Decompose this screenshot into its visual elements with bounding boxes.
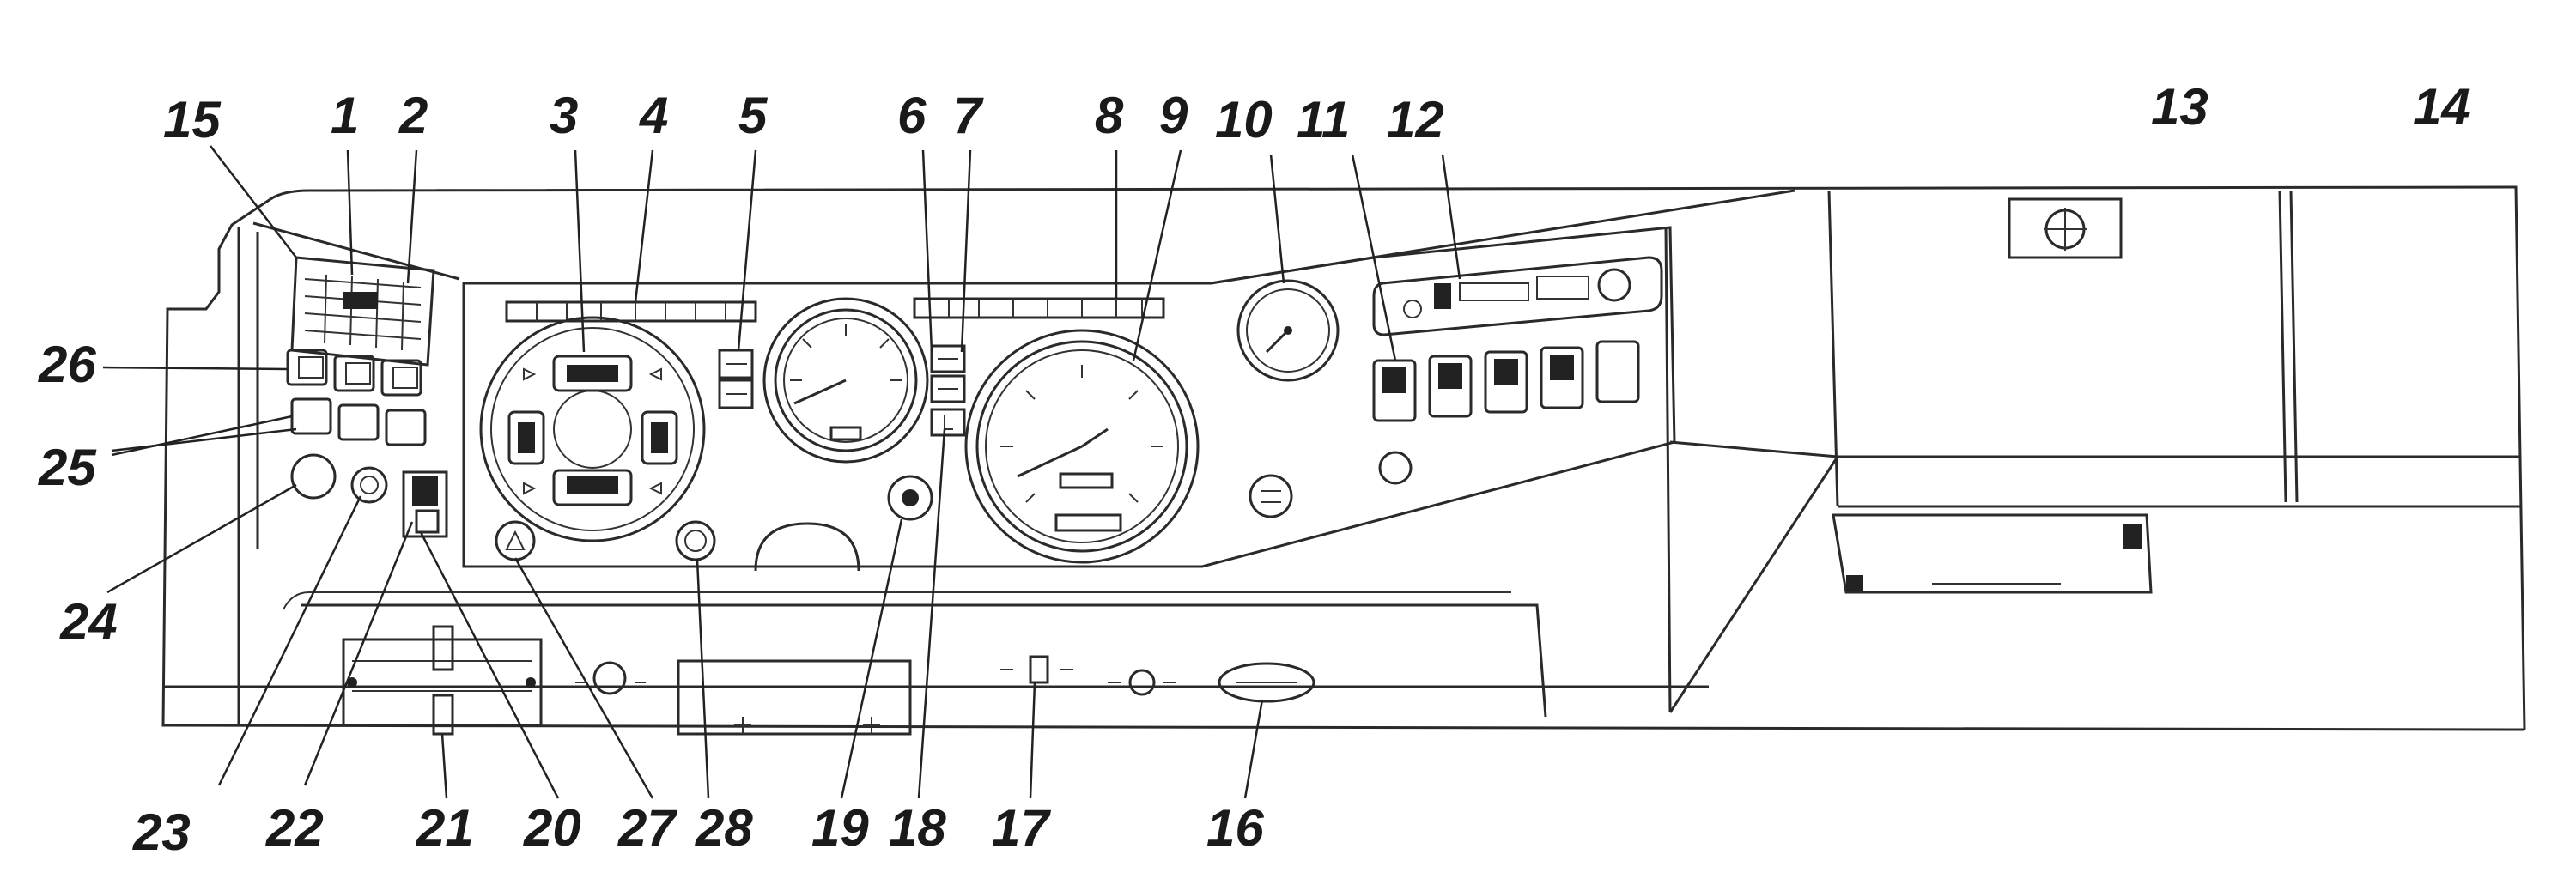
callout-10: 10: [1215, 91, 1273, 148]
callout-12: 12: [1387, 91, 1444, 148]
small-connector: [1249, 474, 1293, 518]
heater-control-panel: [342, 625, 543, 736]
callout-18: 18: [889, 799, 946, 857]
callout-17: 17: [992, 799, 1051, 857]
callout-19: 19: [811, 799, 869, 857]
callout-14: 14: [2413, 78, 2470, 136]
callout-1: 1: [331, 87, 359, 144]
callout-22: 22: [265, 799, 324, 857]
switch-stack-right: [930, 344, 966, 437]
cluster-knobs: [495, 475, 933, 561]
callout-26: 26: [38, 336, 96, 393]
control-unit: [1372, 256, 1663, 336]
callout-16: 16: [1206, 799, 1264, 857]
fittings: [575, 655, 1315, 734]
round-gauge-center: [762, 297, 929, 464]
callout-3: 3: [550, 87, 578, 144]
rocker-switch-bank: [1372, 340, 1640, 422]
air-vent-grille: [290, 256, 435, 367]
rotary-knob: [1378, 451, 1413, 485]
lower-shelf: [1832, 513, 2153, 594]
warning-lamp-row-left: [505, 300, 757, 323]
callout-20: 20: [523, 799, 581, 857]
callout-8: 8: [1095, 87, 1124, 144]
callout-9: 9: [1159, 87, 1188, 144]
callout-5: 5: [738, 87, 769, 144]
callout-labels: 1 2 3 4 5 6 7 8 9 10 11 12 13 14 15 16 1…: [38, 78, 2470, 861]
left-switch-block: [286, 349, 427, 446]
callout-2: 2: [398, 87, 428, 144]
speedometer: [964, 329, 1200, 564]
leader-lines: [102, 145, 1461, 799]
left-knobs: [290, 453, 448, 538]
indicator-cluster: [479, 316, 706, 542]
callout-11: 11: [1297, 91, 1350, 148]
callout-28: 28: [695, 799, 753, 857]
switch-pair-left: [718, 349, 754, 409]
glovebox-lid: [2008, 197, 2123, 259]
warning-lamp-row-right: [913, 297, 1165, 319]
callout-25: 25: [38, 439, 97, 496]
callout-27: 27: [617, 799, 677, 857]
callout-6: 6: [897, 87, 927, 144]
callout-23: 23: [132, 803, 191, 861]
callout-24: 24: [59, 593, 118, 651]
callout-13: 13: [2151, 78, 2208, 136]
dashboard-body: [161, 185, 2526, 736]
callout-15: 15: [163, 91, 222, 148]
callout-4: 4: [639, 87, 668, 144]
pressure-gauge: [1236, 279, 1340, 382]
callout-21: 21: [416, 799, 474, 857]
callout-7: 7: [953, 87, 984, 144]
